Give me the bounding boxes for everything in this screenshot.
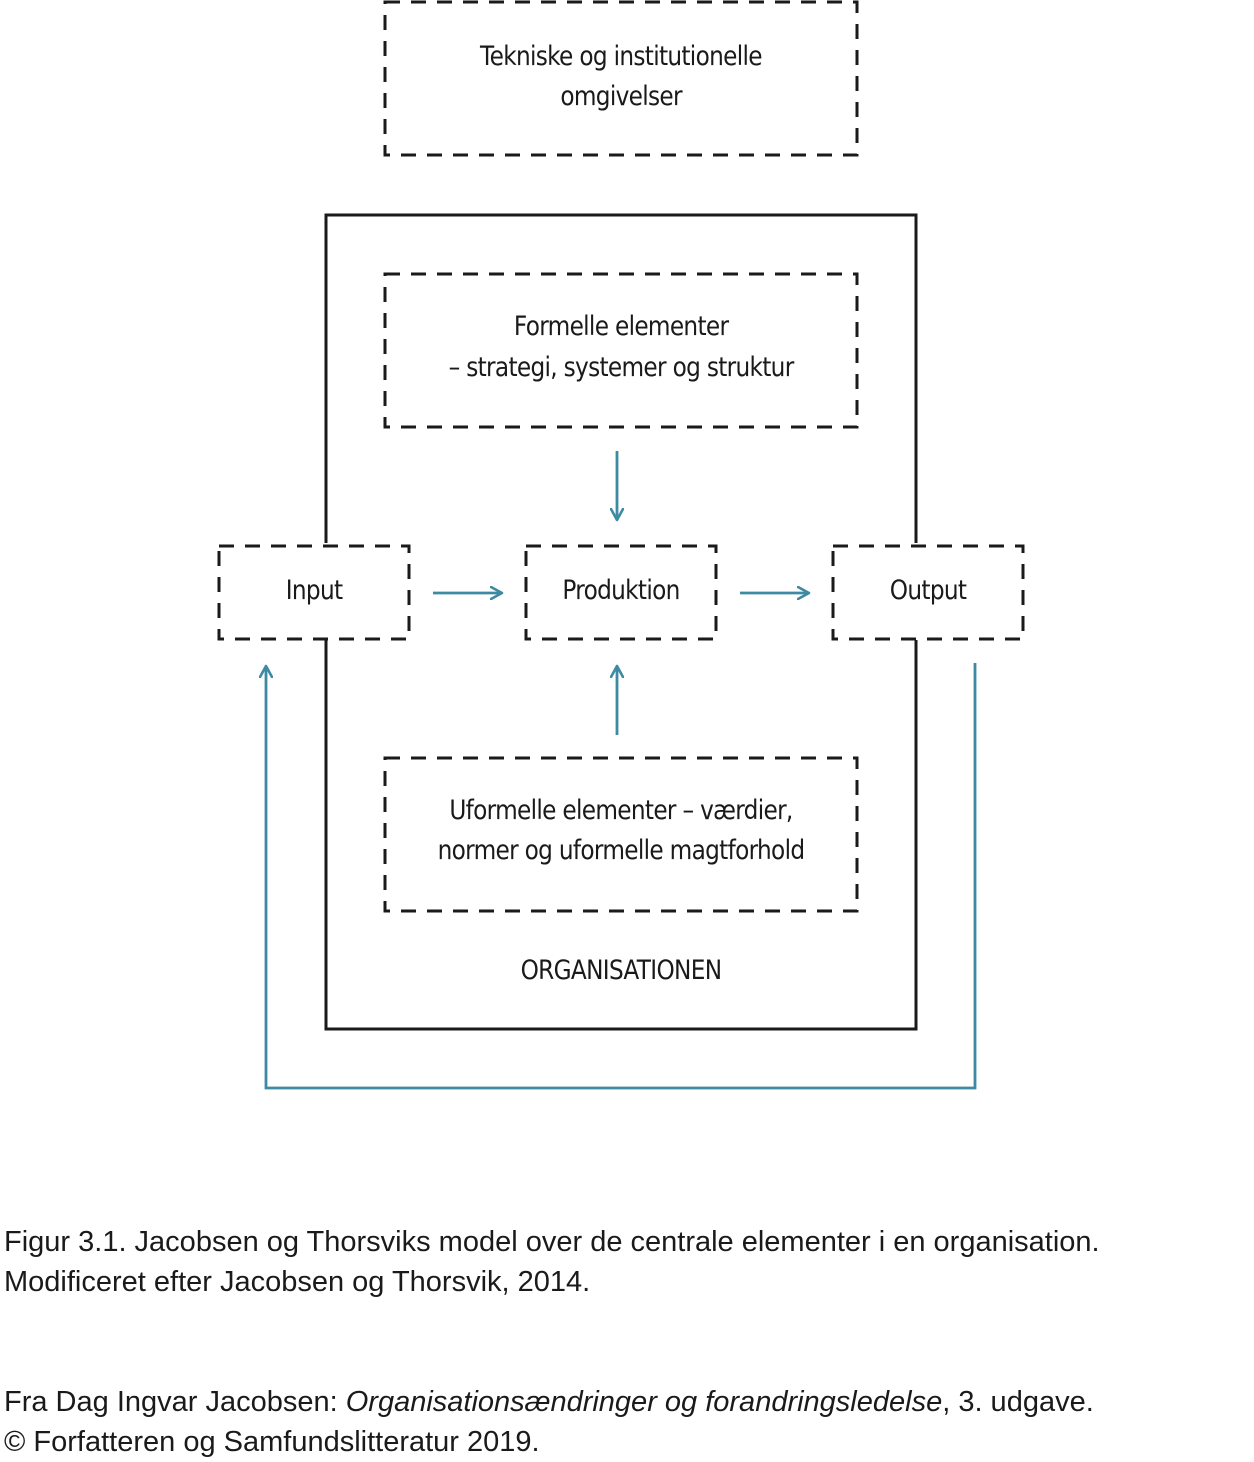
formal-elements-box: Formelle elementer – strategi, systemer … [383, 272, 859, 429]
output-box: Output [831, 544, 1025, 641]
informal-elements-box: Uformelle elementer – værdier, normer og… [383, 756, 859, 913]
organisation-box: ORGANISATIONEN [324, 213, 918, 1031]
formal-elements-line-1: Formelle elementer [514, 310, 730, 341]
source-note: Fra Dag Ingvar Jacobsen: Organisationsæn… [4, 1382, 1094, 1462]
environment-box: Tekniske og institutionelle omgivelser [383, 0, 859, 157]
production-box: Produktion [524, 544, 718, 641]
environment-box-line-1: Tekniske og institutionelle [479, 40, 762, 71]
production-label: Produktion [562, 574, 679, 605]
informal-elements-line-2: normer og uformelle magtforhold [438, 834, 805, 865]
output-label: Output [890, 574, 967, 605]
environment-box-line-2: omgivelser [560, 80, 683, 111]
source-suffix: , 3. udgave. [942, 1386, 1094, 1418]
feedback-arrow-output-to-input [266, 663, 977, 1090]
organisation-label: ORGANISATIONEN [521, 954, 722, 985]
copyright-line: © Forfatteren og Samfundslitteratur 2019… [4, 1426, 540, 1458]
formal-elements-line-2: – strategi, systemer og struktur [449, 351, 795, 382]
source-line: Fra Dag Ingvar Jacobsen: Organisationsæn… [4, 1382, 1094, 1422]
input-label: Input [286, 574, 343, 605]
input-box: Input [217, 544, 411, 641]
figure-caption-line-1: Figur 3.1. Jacobsen og Thorsviks model o… [4, 1226, 1100, 1258]
figure-caption: Figur 3.1. Jacobsen og Thorsviks model o… [4, 1222, 1100, 1302]
source-prefix: Fra Dag Ingvar Jacobsen: [4, 1386, 346, 1418]
source-book-title: Organisationsændringer og forandringsled… [345, 1386, 943, 1418]
informal-elements-line-1: Uformelle elementer – værdier, [449, 794, 792, 825]
figure-caption-line-2: Modificeret efter Jacobsen og Thorsvik, … [4, 1266, 591, 1298]
